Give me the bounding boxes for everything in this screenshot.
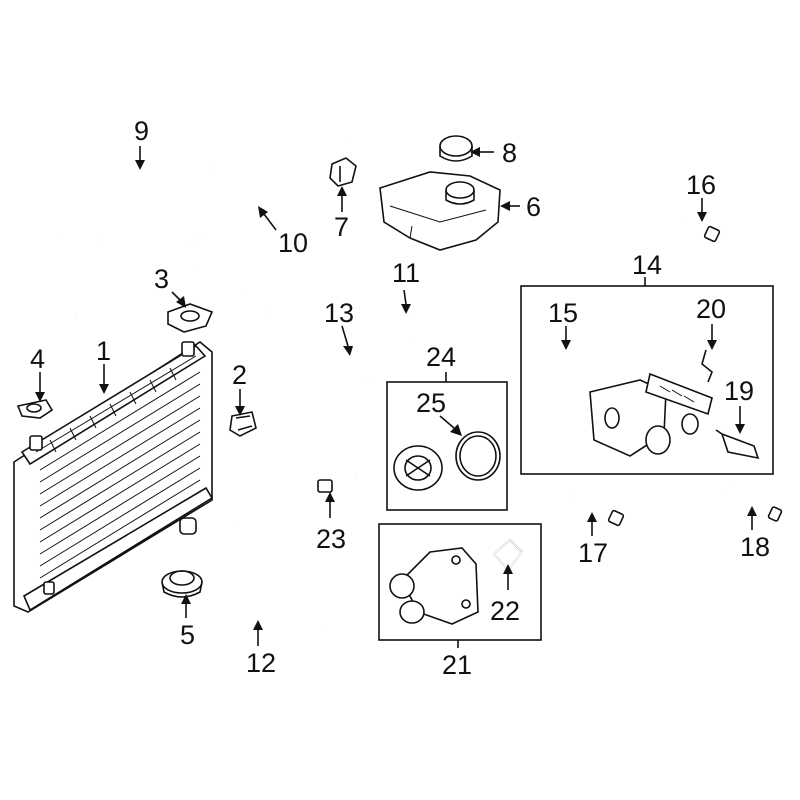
part-bolt-16 (685, 218, 721, 243)
part-mount-pad (167, 303, 214, 333)
callout-11: 11 (392, 258, 420, 288)
callout-12: 12 (246, 648, 276, 678)
callout-4: 4 (30, 344, 45, 374)
part-reservoir-cap (439, 135, 473, 162)
part-bolt-23 (317, 472, 357, 493)
callout-14: 14 (632, 250, 662, 280)
part-belt (536, 331, 602, 394)
callout-9: 9 (134, 116, 149, 146)
callout-19: 19 (724, 376, 754, 406)
callout-17: 17 (578, 538, 608, 568)
part-upper-hose (53, 165, 217, 316)
callout-5: 5 (180, 620, 195, 650)
part-thermostat (393, 445, 443, 491)
callout-8: 8 (502, 138, 517, 168)
callout-labels: 1 2 3 4 5 6 7 8 9 10 11 12 13 14 15 16 1… (30, 116, 770, 680)
part-coolant-reservoir (379, 171, 501, 251)
callout-23: 23 (316, 524, 346, 554)
part-radiator (13, 341, 214, 613)
part-bolt-17 (573, 494, 625, 527)
part-bleed-pipe (187, 118, 347, 313)
part-drain-plug (161, 570, 203, 598)
assembly-box-24 (386, 381, 508, 511)
callout-7: 7 (334, 212, 349, 242)
callout-13: 13 (324, 298, 354, 328)
callout-10: 10 (278, 228, 308, 258)
part-temp-sensor (715, 429, 760, 460)
part-hose-clip (329, 157, 357, 187)
callout-25: 25 (416, 388, 446, 418)
part-lower-hose (224, 524, 328, 637)
callout-24: 24 (426, 342, 456, 372)
part-water-outlet (389, 547, 479, 625)
part-gasket-25 (455, 431, 501, 481)
part-outlet-hose (255, 348, 374, 487)
callout-22: 22 (490, 596, 520, 626)
part-clip (16, 399, 54, 419)
assembly-box-14 (520, 285, 774, 475)
part-small-hose (392, 311, 416, 343)
callout-3: 3 (154, 264, 169, 294)
callout-6: 6 (526, 192, 541, 222)
assembly-box-21 (378, 523, 542, 641)
callout-1: 1 (96, 336, 111, 366)
callout-21: 21 (442, 650, 472, 680)
part-bolt-18 (727, 486, 783, 522)
part-gasket-22 (492, 538, 524, 572)
callout-16: 16 (686, 170, 716, 200)
callout-2: 2 (232, 360, 247, 390)
callout-18: 18 (740, 532, 770, 562)
part-retaining-clip (701, 349, 713, 383)
callout-20: 20 (696, 294, 726, 324)
callout-15: 15 (548, 298, 578, 328)
leader-lines (35, 146, 757, 648)
part-bracket (229, 411, 257, 437)
part-thermostat-housing (589, 372, 713, 457)
